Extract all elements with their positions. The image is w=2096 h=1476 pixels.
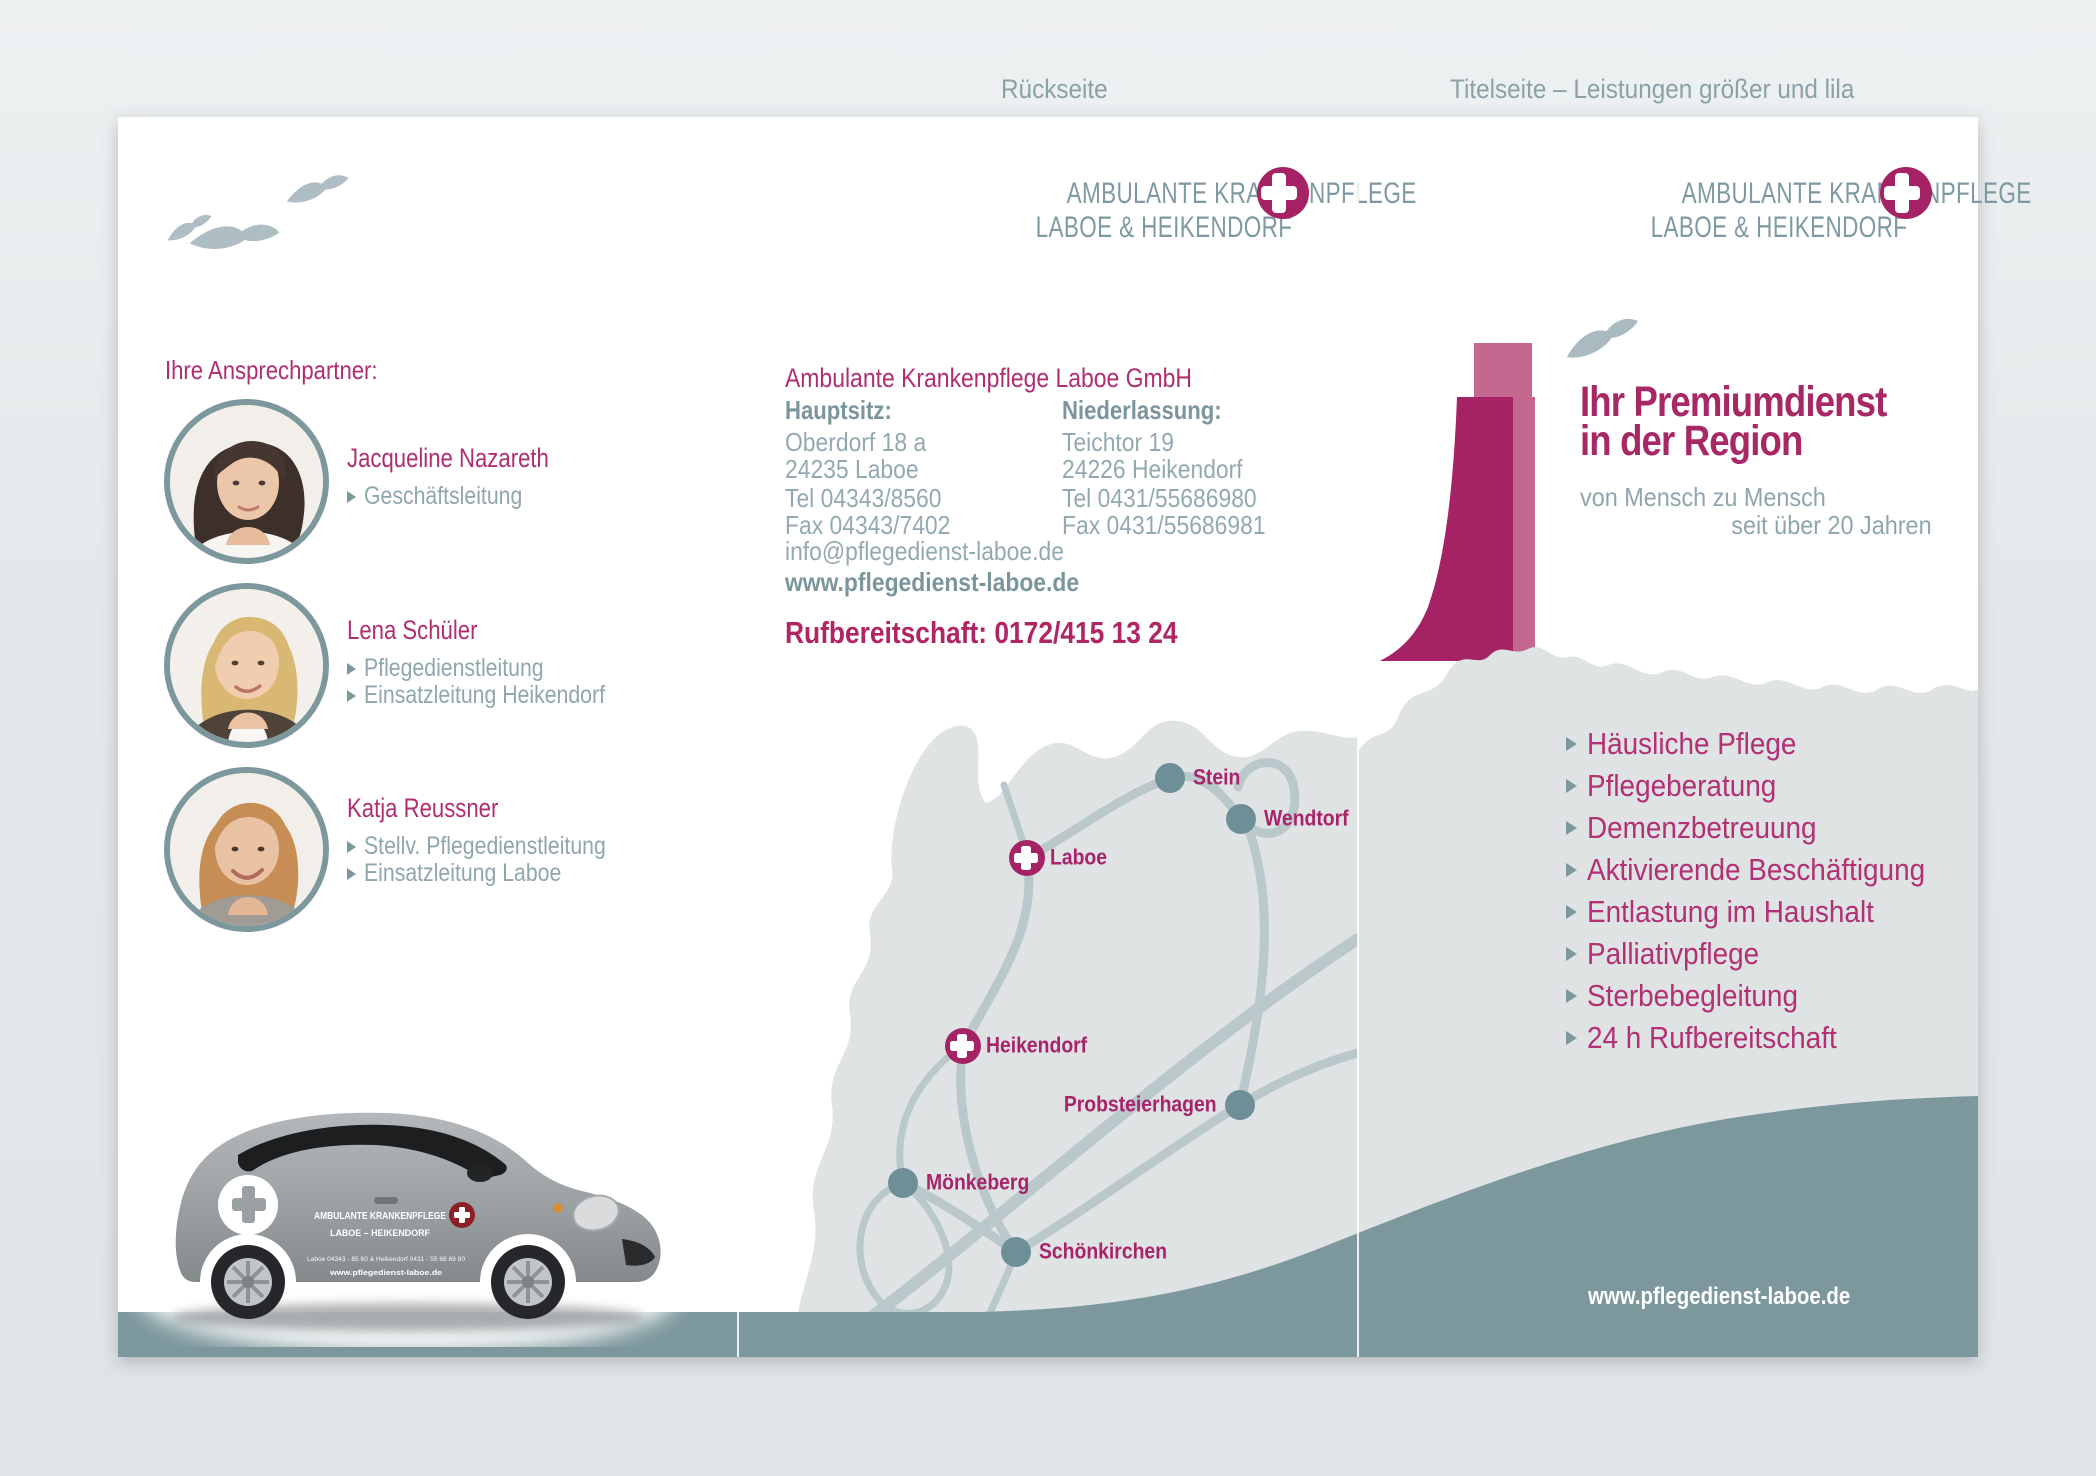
- contacts-heading: Ihre Ansprechpartner:: [165, 355, 378, 385]
- bullet-icon: [1566, 1031, 1577, 1045]
- avatar-lena-schueler: [164, 583, 329, 748]
- service-item: Entlastung im Haushalt: [1566, 891, 1963, 933]
- branch-label: Niederlassung:: [1062, 395, 1222, 425]
- hq-phone: Tel 04343/8560 Fax 04343/7402: [785, 483, 951, 540]
- bullet-icon: [1566, 737, 1577, 751]
- front-title: Ihr Premiumdienst in der Region: [1580, 378, 1887, 465]
- town-dot: [888, 1168, 918, 1198]
- town-dot: [1225, 1090, 1255, 1120]
- company-name: Ambulante Krankenpflege Laboe GmbH: [785, 363, 1192, 393]
- bullet-icon: [1566, 947, 1577, 961]
- laboe-memorial-illustration: [1380, 343, 1535, 661]
- portrait-2: [170, 589, 323, 742]
- service-item: Aktivierende Beschäftigung: [1566, 849, 1963, 891]
- svg-text:LABOE – HEIKENDORF: LABOE – HEIKENDORF: [330, 1228, 430, 1239]
- contact-role: Stellv. Pflegedienstleitung: [347, 832, 648, 860]
- car-branding: AMBULANTE KRANKENPFLEGE LABOE – HEIKENDO…: [218, 1175, 475, 1277]
- branch-phone: Tel 0431/55686980 Fax 0431/55686981: [1062, 483, 1266, 540]
- hq-address: Oberdorf 18 a 24235 Laboe: [785, 427, 927, 484]
- front-taglines: von Mensch zu Mensch seit über 20 Jahren: [1580, 482, 1932, 540]
- contact-name: Katja Reussner: [347, 793, 499, 823]
- bullet-icon: [1566, 905, 1577, 919]
- service-item: 24 h Rufbereitschaft: [1566, 1017, 1963, 1059]
- branch-address: Teichtor 19 24226 Heikendorf: [1062, 427, 1243, 484]
- bullet-icon: [1566, 779, 1577, 793]
- fold-divider-right: [1357, 117, 1359, 1357]
- svg-text:Laboe 04343 - 85 60 & Heiken: Laboe 04343 - 85 60 & Heikendorf 0431 - …: [307, 1256, 465, 1263]
- footer-band: [118, 1096, 1978, 1357]
- contact-name: Jacqueline Nazareth: [347, 443, 549, 473]
- bullet-icon: [347, 840, 356, 853]
- bullet-icon: [1566, 821, 1577, 835]
- service-item: Pflegeberatung: [1566, 765, 1963, 807]
- bullet-icon: [347, 867, 356, 880]
- contact-3: Katja Reussner Stellv. Pflegedienstleitu…: [347, 793, 648, 887]
- town-dot: [1001, 1237, 1031, 1267]
- bullet-icon: [1566, 989, 1577, 1003]
- contact-role: Einsatzleitung Heikendorf: [347, 681, 648, 709]
- fold-divider-left: [737, 117, 739, 1357]
- svg-text:AMBULANTE KRANKENPFLEGE: AMBULANTE KRANKENPFLEGE: [314, 1211, 446, 1222]
- contact-role: Pflegedienstleitung: [347, 654, 648, 682]
- portrait-3: [170, 773, 323, 926]
- front-website: www.pflegedienst-laboe.de: [1588, 1283, 1851, 1310]
- service-item: Demenzbetreuung: [1566, 807, 1963, 849]
- contact-1: Jacqueline Nazareth Geschäftsleitung: [347, 443, 593, 510]
- avatar-jacqueline-nazareth: [164, 399, 329, 564]
- contact-role: Einsatzleitung Laboe: [347, 859, 648, 887]
- bullet-icon: [347, 689, 356, 702]
- town-dot: [1226, 804, 1256, 834]
- annotation-front-side: Titelseite – Leistungen größer und lila: [1450, 74, 1855, 104]
- services-list: Häusliche Pflege Pflegeberatung Demenzbe…: [1566, 723, 1963, 1059]
- bullet-icon: [1566, 863, 1577, 877]
- bullet-icon: [347, 662, 356, 675]
- service-item: Häusliche Pflege: [1566, 723, 1963, 765]
- hq-label: Hauptsitz:: [785, 395, 892, 425]
- town-dot: [1155, 763, 1185, 793]
- service-item: Palliativpflege: [1566, 933, 1963, 975]
- contact-role: Geschäftsleitung: [347, 482, 593, 510]
- company-car-photo: AMBULANTE KRANKENPFLEGE LABOE – HEIKENDO…: [136, 1112, 680, 1347]
- car-wheel-rear: [211, 1245, 285, 1319]
- email-address: info@pflegedienst-laboe.de: [785, 536, 1064, 566]
- annotation-back-side: Rückseite: [1000, 74, 1108, 104]
- contact-name: Lena Schüler: [347, 615, 478, 645]
- website-line: www.pflegedienst-laboe.de: [785, 567, 1080, 597]
- contact-2: Lena Schüler Pflegedienstleitung Einsatz…: [347, 615, 648, 709]
- on-call-number: Rufbereitschaft: 0172/415 13 24: [785, 615, 1178, 650]
- service-item: Sterbebegleitung: [1566, 975, 1963, 1017]
- brochure-sheet: Ihre Ansprechpartner: Jacqueline Nazaret…: [118, 117, 2032, 1357]
- logo-wordmark: AMBULANTE KRANKENPFLEGE LABOE & HEIKENDO…: [1650, 177, 2032, 244]
- avatar-katja-reussner: [164, 767, 329, 932]
- bullet-icon: [347, 490, 356, 503]
- car-wheel-front: [491, 1245, 565, 1319]
- svg-text:www.pflegedienst-laboe.de: www.pflegedienst-laboe.de: [329, 1270, 442, 1277]
